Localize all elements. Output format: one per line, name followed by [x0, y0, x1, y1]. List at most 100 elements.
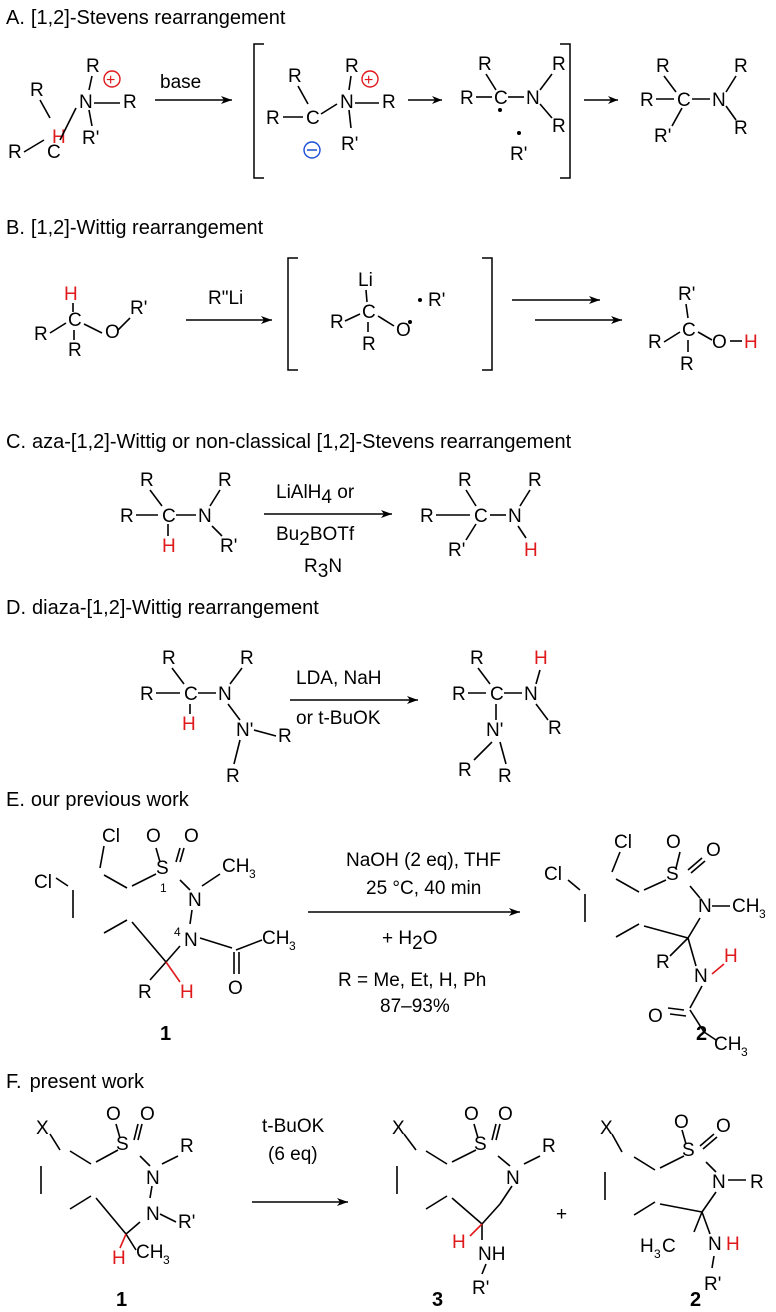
- svg-text:3: 3: [163, 1253, 170, 1267]
- svg-text:N': N': [486, 720, 503, 741]
- svg-text:N: N: [188, 890, 202, 911]
- svg-text:N: N: [712, 1172, 726, 1193]
- svg-text:R: R: [278, 726, 292, 747]
- svg-text:D.diaza-[1,2]-Wittig rearrange: D.diaza-[1,2]-Wittig rearrangement: [6, 597, 319, 619]
- svg-text:H: H: [524, 540, 538, 561]
- svg-text:R: R: [288, 66, 302, 87]
- section-e: E.our previous work: [6, 789, 766, 1059]
- svg-text:R: R: [458, 470, 472, 491]
- svg-text:R: R: [470, 648, 484, 669]
- svg-text:Cl: Cl: [544, 864, 562, 885]
- svg-text:O: O: [712, 332, 727, 353]
- svg-text:LiAlH4 or: LiAlH4 or: [276, 482, 355, 508]
- svg-text:C: C: [47, 142, 61, 163]
- svg-text:R': R': [654, 126, 671, 147]
- section-c-title-rest: -[1,2]-Wittig or non-classical [1,2]-Ste…: [64, 431, 571, 453]
- svg-text:S: S: [474, 1134, 487, 1155]
- svg-text:R: R: [734, 56, 748, 77]
- f-cond-l2: (6 eq): [268, 1144, 318, 1165]
- svg-text:N: N: [708, 1234, 722, 1255]
- svg-text:R: R: [478, 54, 492, 75]
- a-starting-ammonium: R R C H N R R R' +: [8, 56, 137, 163]
- svg-text:4: 4: [174, 925, 181, 939]
- svg-text:C.aza-[1,2]-Wittig or non-clas: C.aza-[1,2]-Wittig or non-classical [1,2…: [6, 431, 572, 453]
- section-c: C.aza-[1,2]-Wittig or non-classical [1,2…: [6, 431, 572, 582]
- svg-text:H: H: [162, 536, 176, 557]
- svg-text:O: O: [105, 322, 120, 343]
- f-label-compound-1: 1: [116, 1289, 127, 1311]
- svg-text:R: R: [162, 648, 176, 669]
- svg-text:3: 3: [741, 1045, 748, 1059]
- a-reagent-base: base: [160, 72, 201, 93]
- svg-text:CH: CH: [714, 1034, 741, 1055]
- svg-text:R': R': [82, 128, 99, 149]
- section-b-title: [1,2]-Wittig rearrangement: [31, 217, 264, 239]
- e-label-compound-1: 1: [160, 1023, 171, 1045]
- svg-text:N: N: [508, 506, 522, 527]
- svg-text:R: R: [460, 88, 474, 109]
- section-d: D.diaza-[1,2]-Wittig rearrangement R R C…: [6, 597, 562, 787]
- svg-text:R: R: [656, 952, 670, 973]
- svg-text:+ H2O: + H2O: [382, 928, 437, 954]
- svg-text:B.[1,2]-Wittig rearrangement: B.[1,2]-Wittig rearrangement: [6, 217, 264, 239]
- svg-text:R: R: [34, 324, 48, 345]
- a-product-amine: R R C N R R R': [640, 56, 748, 147]
- svg-text:R: R: [734, 118, 748, 139]
- svg-text:H: H: [182, 714, 196, 735]
- svg-text:H: H: [726, 1234, 740, 1255]
- svg-text:CH: CH: [136, 1242, 163, 1263]
- svg-text:R: R: [552, 116, 566, 137]
- svg-text:3: 3: [759, 907, 766, 921]
- svg-text:+: +: [106, 72, 115, 89]
- svg-text:C: C: [68, 310, 82, 331]
- svg-text:CH: CH: [222, 856, 249, 877]
- svg-text:R: R: [8, 142, 22, 163]
- svg-text:R: R: [420, 506, 434, 527]
- svg-text:N: N: [712, 90, 726, 111]
- svg-text:F.present work: F.present work: [6, 1071, 145, 1093]
- c-reagent-l2: Bu: [276, 524, 299, 545]
- c-product-amine: R R C N R H R': [420, 470, 542, 561]
- svg-text:N: N: [218, 684, 232, 705]
- svg-text:S: S: [682, 1140, 695, 1161]
- section-c-title-italic: aza: [32, 431, 65, 453]
- a-ylide-plus-icon: [361, 70, 379, 88]
- svg-text:3: 3: [654, 1247, 661, 1261]
- svg-text:N: N: [184, 930, 198, 951]
- section-b: B.[1,2]-Wittig rearrangement H R C R O R…: [6, 217, 758, 375]
- section-d-letter: D.: [6, 597, 26, 619]
- e-cond-l3: + H: [382, 928, 412, 949]
- svg-text:S: S: [116, 1134, 129, 1155]
- svg-text:R: R: [552, 54, 566, 75]
- svg-text:R: R: [120, 506, 134, 527]
- svg-text:O: O: [716, 1116, 731, 1137]
- svg-text:R': R': [704, 1274, 721, 1295]
- svg-text:O: O: [396, 320, 411, 341]
- f-product-3: X O O S N R H NH R' 3: [392, 1104, 556, 1311]
- svg-text:N: N: [340, 92, 354, 113]
- f-label-compound-3: 3: [432, 1289, 443, 1311]
- svg-text:Bu2BOTf: Bu2BOTf: [276, 524, 355, 550]
- a-ylide: R R C N R R R' +: [266, 56, 396, 159]
- svg-text:R: R: [138, 982, 152, 1003]
- svg-text:R': R': [178, 1212, 195, 1233]
- section-d-title-italic: diaza: [32, 597, 81, 619]
- svg-text:R: R: [528, 470, 542, 491]
- svg-text:R: R: [640, 90, 654, 111]
- svg-text:E.our previous work: E.our previous work: [6, 789, 190, 811]
- svg-text:N: N: [146, 1204, 160, 1225]
- svg-text:R: R: [680, 354, 694, 375]
- svg-text:O: O: [674, 1112, 689, 1133]
- svg-text:N': N': [236, 720, 253, 741]
- svg-text:R: R: [30, 80, 44, 101]
- svg-text:N: N: [698, 896, 712, 917]
- d-reagent-l2a: or: [296, 708, 318, 729]
- svg-text:Cl: Cl: [34, 872, 52, 893]
- e-cond-l1: NaOH (2 eq), THF: [346, 850, 501, 871]
- svg-text:t-BuOK: t-BuOK: [262, 1116, 325, 1137]
- svg-text:C: C: [162, 506, 176, 527]
- svg-text:N: N: [506, 1168, 520, 1189]
- svg-text:R': R': [130, 298, 147, 319]
- svg-text:R': R': [472, 1278, 489, 1299]
